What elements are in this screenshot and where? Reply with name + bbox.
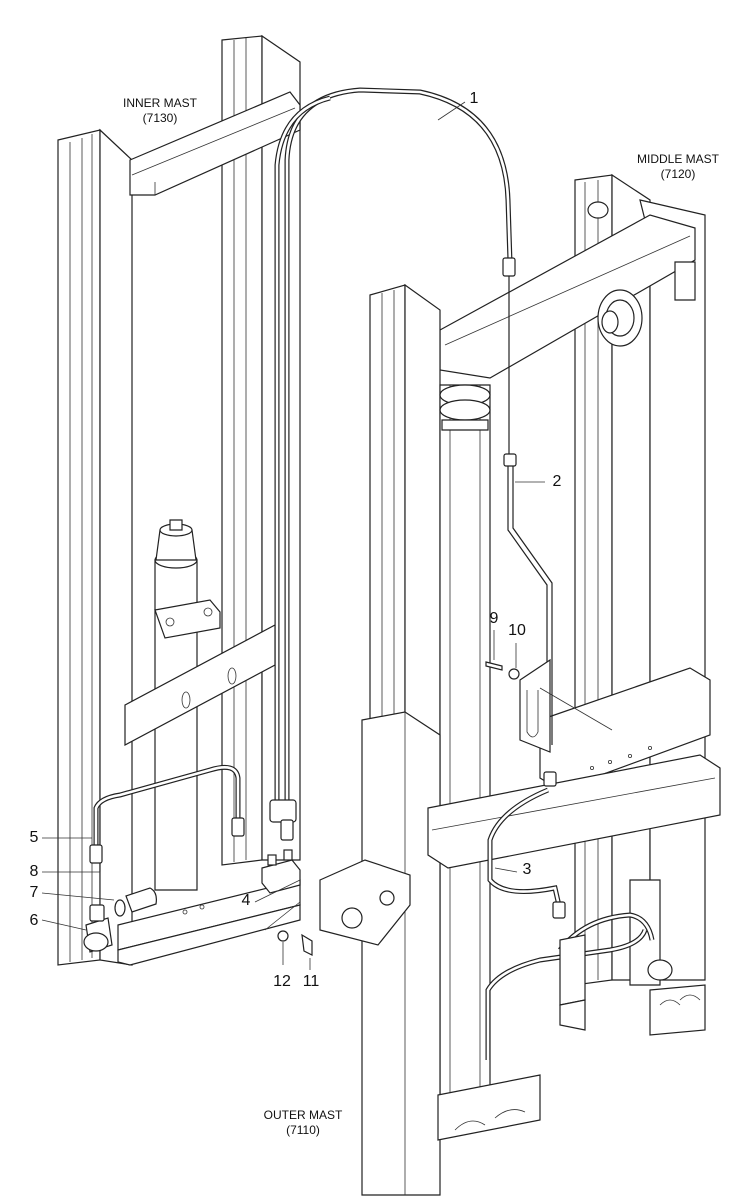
- callout-4: 4: [241, 892, 251, 909]
- inner-mast-code: (7130): [142, 111, 178, 125]
- callout-5: 5: [29, 829, 39, 846]
- outer-mast-label: OUTER MAST (7110): [243, 1108, 363, 1138]
- outer-mast: [319, 283, 721, 1196]
- middle-mast-label: MIDDLE MAST (7120): [618, 152, 738, 182]
- hose-assembly: [83, 87, 566, 956]
- inner-mast: [57, 34, 301, 966]
- leader-lines: [41, 101, 613, 970]
- callout-12: 12: [273, 973, 291, 990]
- callout-7: 7: [29, 884, 39, 901]
- middle-mast-code: (7120): [660, 167, 696, 181]
- inner-mast-label: INNER MAST (7130): [100, 96, 220, 126]
- middle-mast-name: MIDDLE MAST: [636, 152, 719, 166]
- inner-mast-name: INNER MAST: [122, 96, 197, 110]
- outer-mast-name: OUTER MAST: [263, 1108, 343, 1122]
- callout-6: 6: [29, 912, 39, 929]
- callout-9: 9: [489, 610, 499, 627]
- callout-1: 1: [469, 90, 479, 107]
- outer-mast-code: (7110): [286, 1123, 320, 1137]
- callout-11: 11: [302, 973, 320, 990]
- callout-3: 3: [522, 861, 532, 878]
- callout-8: 8: [29, 863, 39, 880]
- callout-10: 10: [508, 622, 526, 639]
- callout-2: 2: [552, 473, 562, 490]
